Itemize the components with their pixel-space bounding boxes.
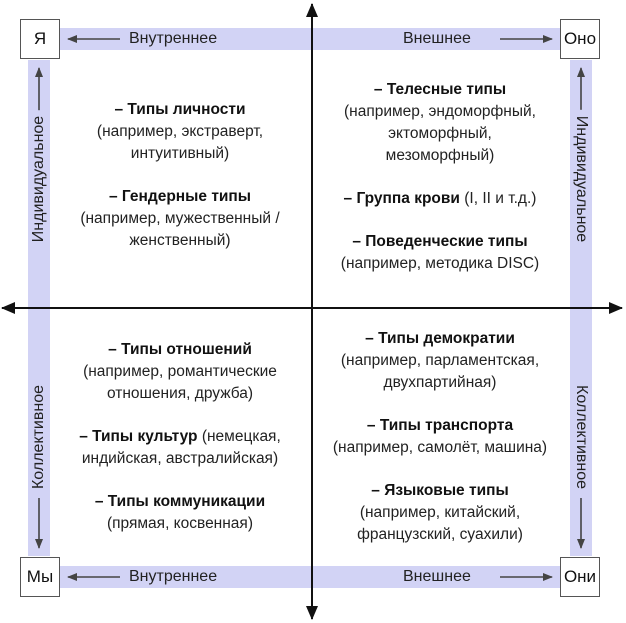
top-inner-label: Внутреннее [123, 29, 224, 49]
bottom-outer-label: Внешнее [397, 567, 477, 587]
item-detail-line: (например, романтические [83, 363, 277, 380]
item-inline-detail: (немецкая, [197, 428, 281, 445]
corner-they: Они [560, 557, 600, 597]
top-outer-label: Внешнее [397, 29, 477, 49]
corner-it: Оно [560, 19, 600, 59]
item-detail-line: отношения, дружба) [106, 385, 254, 402]
quadrant-item: – Гендерные типы (например, мужественный … [52, 186, 308, 252]
item-title: – Типы демократии [365, 330, 515, 347]
item-title: – Типы культур [79, 428, 198, 445]
quadrant-item: – Поведенческие типы (например, методика … [316, 231, 564, 275]
right-individual-label: Индивидуальное [571, 109, 592, 249]
quadrant-upper-right: – Телесные типы (например, эндоморфный, эк… [316, 79, 564, 275]
item-detail-line: французский, суахили) [357, 526, 523, 543]
bottom-inner-label: Внутреннее [123, 567, 224, 587]
item-detail-line: интуитивный) [130, 145, 230, 162]
item-detail-line: (прямая, косвенная) [107, 515, 253, 532]
item-inline-detail: (I, II и т.д.) [459, 190, 537, 207]
item-detail-line: индийская, австралийская) [81, 450, 279, 467]
item-title: – Языковые типы [371, 482, 509, 499]
item-detail-line: двухпартийная) [383, 374, 497, 391]
item-title: – Типы транспорта [366, 417, 514, 434]
item-detail-line: женственный) [129, 232, 231, 249]
corner-we: Мы [20, 557, 60, 597]
item-title: – Типы личности [114, 101, 246, 118]
quadrant-item: – Типы отношений (например, романтические… [52, 339, 308, 405]
item-title: – Типы отношений [108, 341, 252, 358]
item-detail-line: (например, экстраверт, [96, 123, 264, 140]
quadrant-item: – Группа крови (I, II и т.д.) [316, 188, 564, 210]
right-collective-label: Коллективное [571, 378, 592, 496]
item-title: – Телесные типы [373, 81, 507, 98]
item-title: – Поведенческие типы [352, 233, 528, 250]
item-detail-line: (например, парламентская, [340, 352, 540, 369]
quadrant-item: – Телесные типы (например, эндоморфный, эк… [316, 79, 564, 167]
quadrant-lower-left: – Типы отношений (например, романтические… [52, 339, 308, 535]
quadrant-lower-right: – Типы демократии (например, парламентска… [316, 328, 564, 546]
quadrant-item: – Типы коммуникации (прямая, косвенная) [52, 491, 308, 535]
quadrant-item: – Типы транспорта (например, самолёт, маш… [316, 415, 564, 459]
item-detail-line: эктоморфный, [388, 125, 492, 142]
quadrant-item: – Типы культур (немецкая, индийская, авст… [52, 426, 308, 470]
item-detail-line: (например, мужественный / [80, 210, 280, 227]
quadrant-item: – Типы личности (например, экстраверт, инт… [52, 99, 308, 165]
item-detail-line: мезоморфный) [385, 147, 495, 164]
quadrant-upper-left: – Типы личности (например, экстраверт, инт… [52, 99, 308, 252]
left-collective-label: Коллективное [29, 378, 50, 496]
left-individual-label: Индивидуальное [29, 109, 50, 249]
item-detail-line: (например, эндоморфный, [344, 103, 536, 120]
item-title: – Типы коммуникации [94, 493, 266, 510]
item-detail-line: (например, самолёт, машина) [332, 439, 548, 456]
item-title: – Группа крови [343, 190, 460, 207]
item-detail-line: (например, методика DISC) [340, 255, 540, 272]
quadrant-item: – Языковые типы (например, китайский, фран… [316, 480, 564, 546]
corner-i: Я [20, 19, 60, 59]
quadrant-item: – Типы демократии (например, парламентска… [316, 328, 564, 394]
item-title: – Гендерные типы [108, 188, 252, 205]
item-detail-line: (например, китайский, [359, 504, 521, 521]
